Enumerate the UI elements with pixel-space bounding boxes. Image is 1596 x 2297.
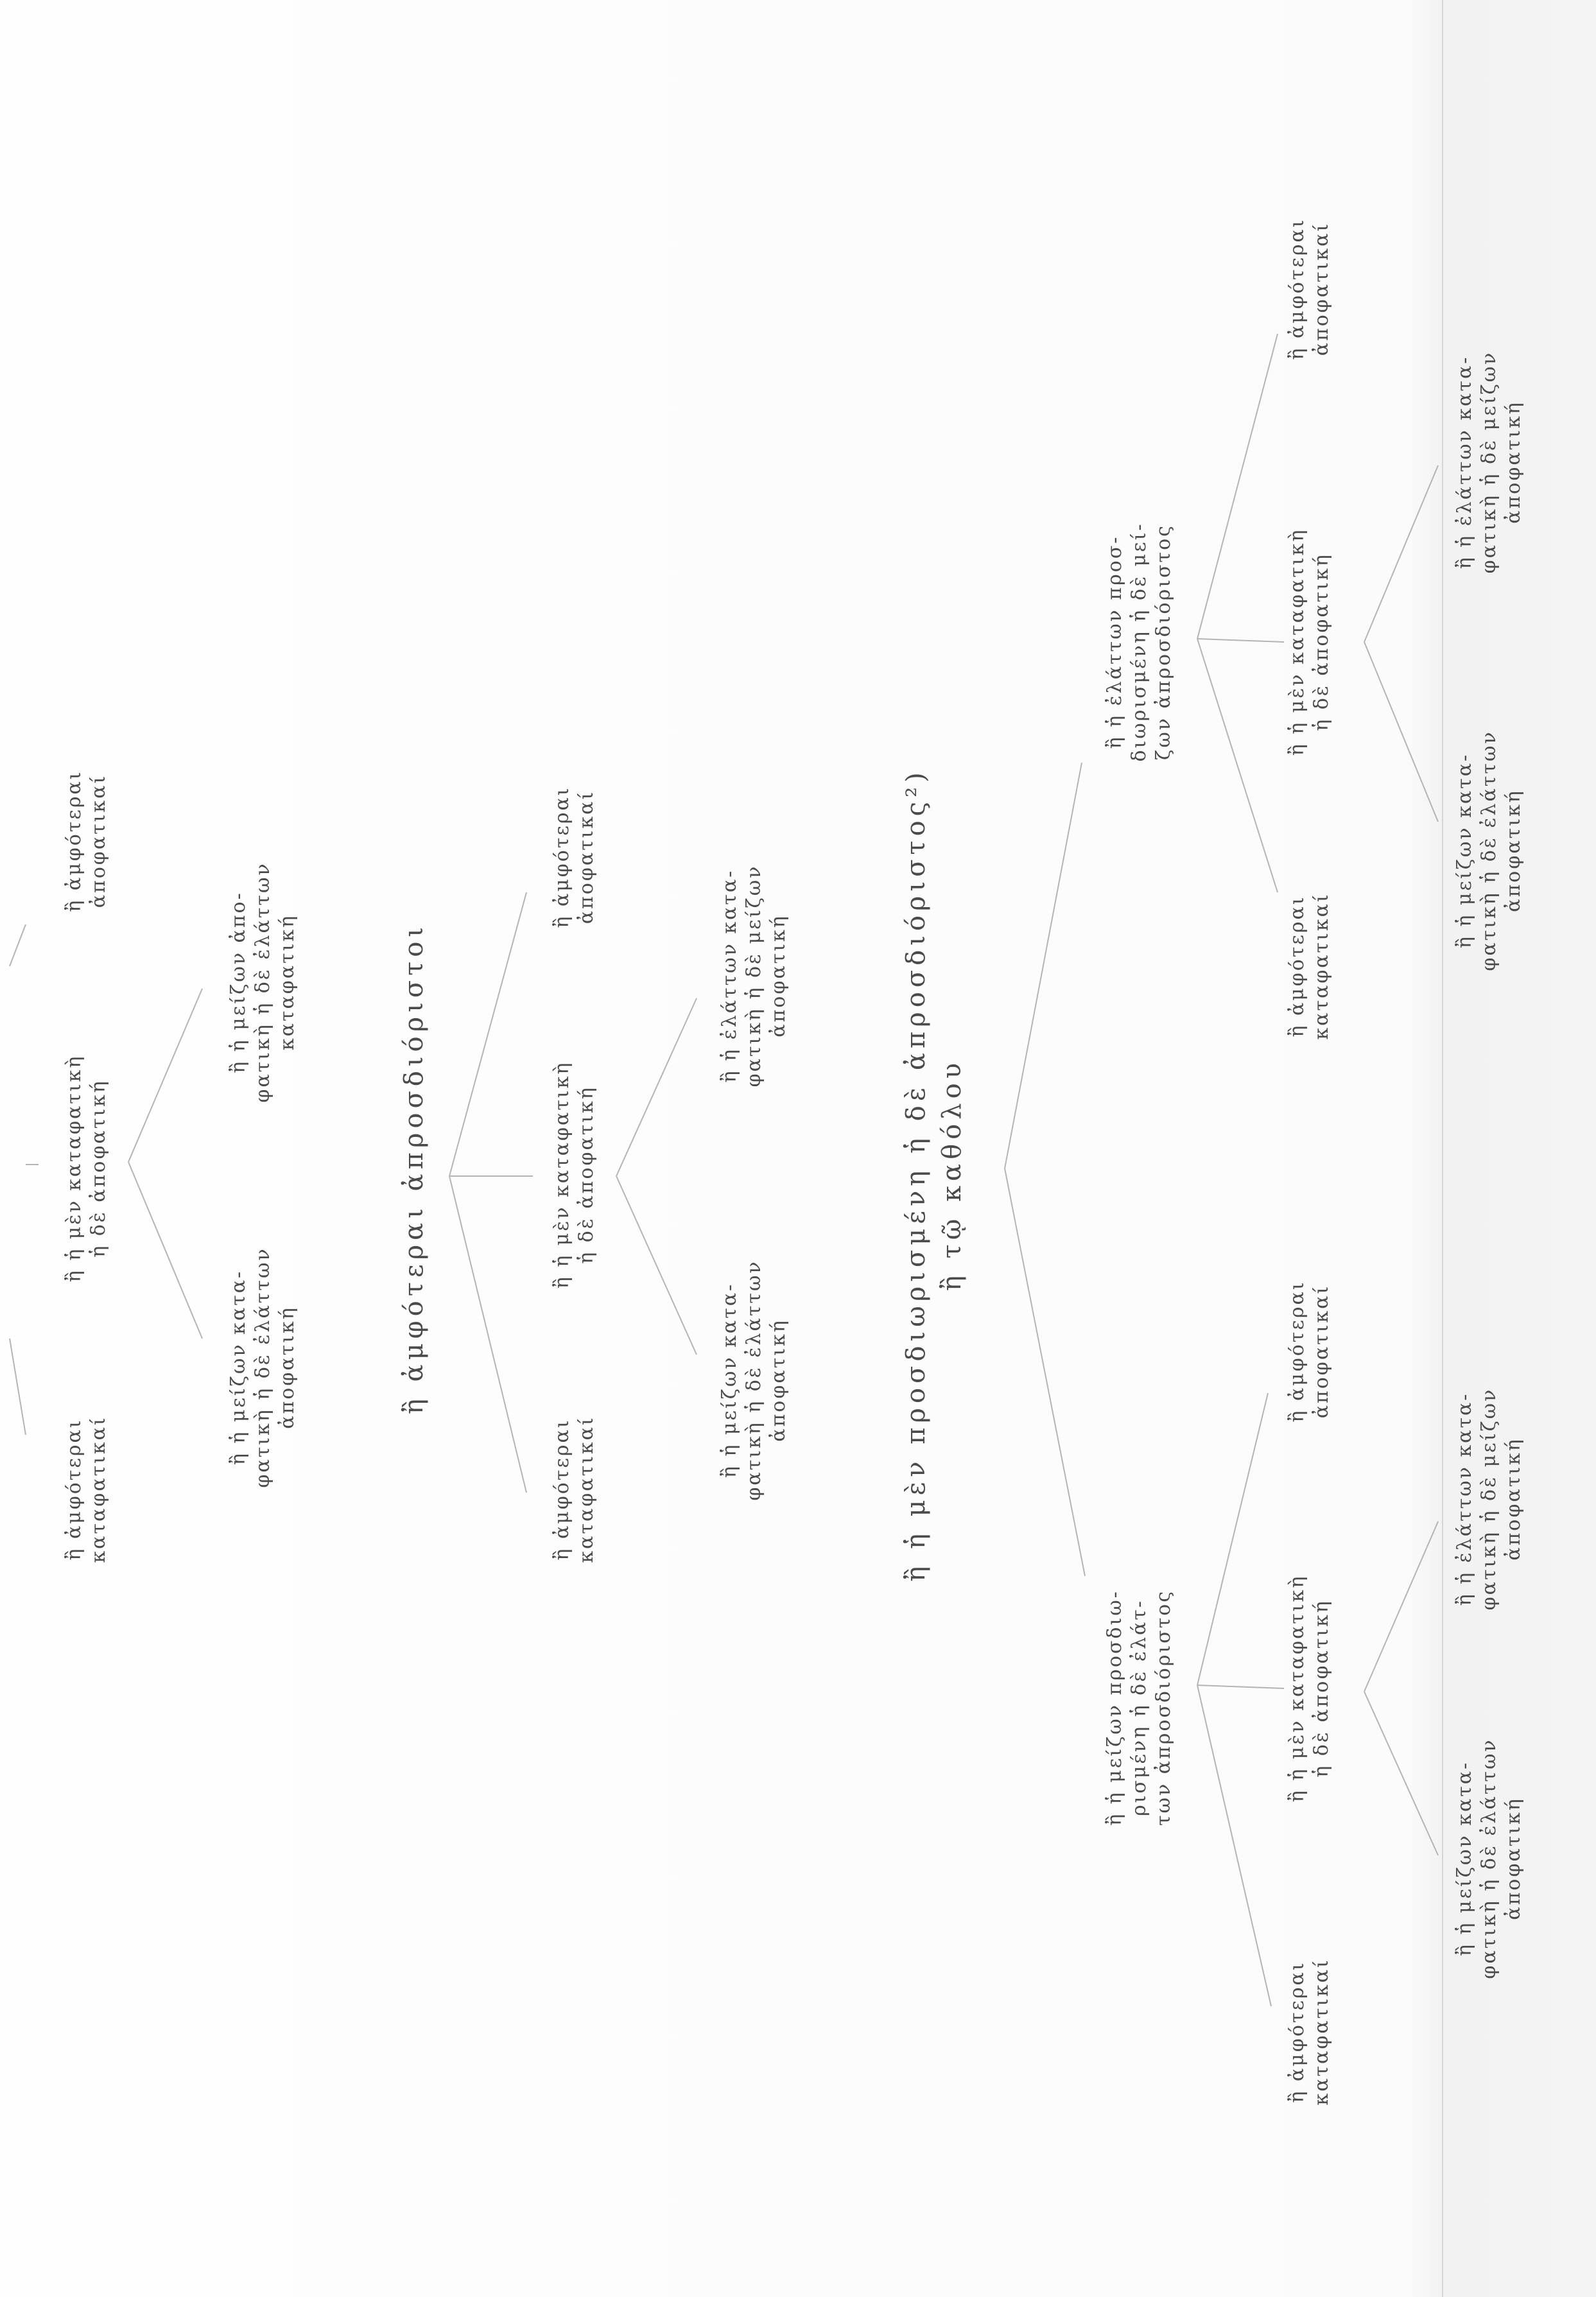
- node-label: ἢ ἡ ἐλάττων κατα- φατικὴ ἡ δὲ μείζων ἀπο…: [1453, 351, 1525, 574]
- node-label: ἢ ἡ μείζων κατα- φατικὴ ἡ δὲ ἐλάττων ἀπο…: [1453, 730, 1525, 971]
- connector-line: [1364, 641, 1439, 822]
- connector-line: [128, 988, 203, 1163]
- connector-line: [9, 1338, 26, 1435]
- connector-line: [616, 1175, 697, 1355]
- connector-line: [449, 892, 527, 1177]
- node-label: ἢ ἡ μὲν καταφατικὴ ἡ δὲ ἀποφατική: [1286, 1574, 1333, 1803]
- node-label: ἢ ἡ ἐλάττων κατα- φατικὴ ἡ δὲ μείζων ἀπο…: [718, 864, 790, 1088]
- node-label: ἢ ἀμφότεραι καταφατικαί: [63, 1416, 110, 1563]
- connector-line: [1197, 638, 1285, 643]
- page-edge: [1442, 0, 1443, 2297]
- connector-line: [1197, 638, 1278, 893]
- node-label: ἢ ἡ μείζων κατα- φατικὴ ἡ δὲ ἐλάττων ἀπο…: [1453, 1738, 1525, 1979]
- node-label: ἢ ἡ μείζων κατα- φατικὴ ἡ δὲ ἐλάττων ἀπο…: [227, 1247, 299, 1488]
- node-label: ἢ ἀμφότεραι καταφατικαί: [1286, 1958, 1333, 2106]
- node-label: ἢ ἀμφότεραι ἀποφατικαί: [1286, 1280, 1333, 1423]
- connector-line: [1197, 1685, 1285, 1689]
- connector-line: [449, 1175, 527, 1493]
- node-label: ἢ ἡ μείζων προσδιω- ρισμένη ἡ δὲ ἐλάτ- τ…: [1104, 1589, 1175, 1826]
- node-label: ἢ ἡ μείζων κατα- φατικὴ ἡ δὲ ἐλάττων ἀπο…: [718, 1260, 790, 1501]
- connector-line: [616, 998, 697, 1177]
- node-label: ἢ ἀμφότεραι ἀποφατικαί: [551, 786, 598, 928]
- connector-line: [1004, 1168, 1086, 1577]
- node-label: ἢ ἡ ἐλάττων προσ- διωρισμένη ἡ δὲ μεί- ζ…: [1104, 522, 1175, 762]
- node-label: ἢ ἀμφότεραι καταφατικαί: [1286, 892, 1333, 1040]
- connector-line: [1197, 1685, 1272, 2007]
- node-label: ἢ ἡ ἐλάττων κατα- φατικὴ ἡ δὲ μείζων ἀπο…: [1453, 1387, 1525, 1611]
- connector-line: [1364, 1691, 1439, 1856]
- section-heading: ἢ ἡ μὲν προσδιωρισμένη ἡ δὲ ἀπροσδιόριστ…: [901, 768, 967, 1582]
- connector-line: [1197, 1392, 1269, 1686]
- connector-line: [9, 924, 26, 967]
- node-label: ἢ ἡ μὲν καταφατικὴ ἡ δὲ ἀποφατική: [551, 1061, 598, 1289]
- connector-line: [1364, 1521, 1439, 1692]
- node-label: ἢ ἀμφότεραι καταφατικαί: [551, 1416, 598, 1563]
- node-label: ἢ ἀμφότεραι ἀποφατικαί: [1286, 218, 1333, 360]
- connector-line: [128, 1161, 203, 1339]
- node-label: ἢ ἡ μείζων ἀπο- φατικὴ ἡ δὲ ἐλάττων κατα…: [227, 862, 299, 1103]
- node-label: ἢ ἀμφότεραι ἀποφατικαί: [63, 770, 110, 912]
- section-heading: ἢ ἀμφότεραι ἀπροσδιόριστοι: [399, 922, 429, 1415]
- node-label: ἢ ἡ μὲν καταφατικὴ ἡ δὲ ἀποφατική: [1286, 528, 1333, 756]
- connector-line: [1197, 333, 1278, 639]
- connector-line: [1364, 465, 1439, 643]
- node-label: ἢ ἡ μὲν καταφατικὴ ἡ δὲ ἀποφατική: [63, 1054, 110, 1283]
- connector-line: [1004, 762, 1082, 1169]
